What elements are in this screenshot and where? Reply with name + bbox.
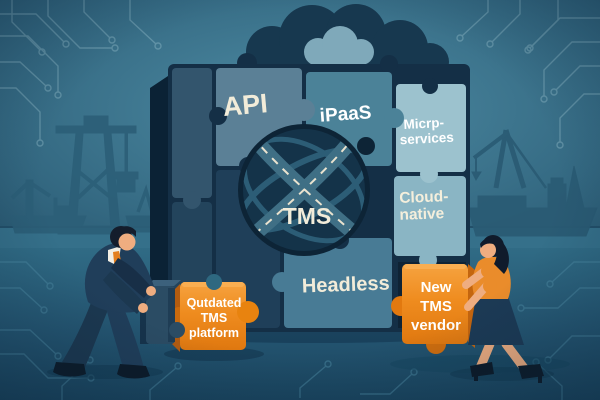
tms-puzzle-illustration: API iPaaS Micrp- services Cloud- native … bbox=[0, 0, 600, 400]
illustration-canvas: API iPaaS Micrp- services Cloud- native … bbox=[0, 0, 600, 400]
vignette-overlay bbox=[0, 0, 600, 400]
